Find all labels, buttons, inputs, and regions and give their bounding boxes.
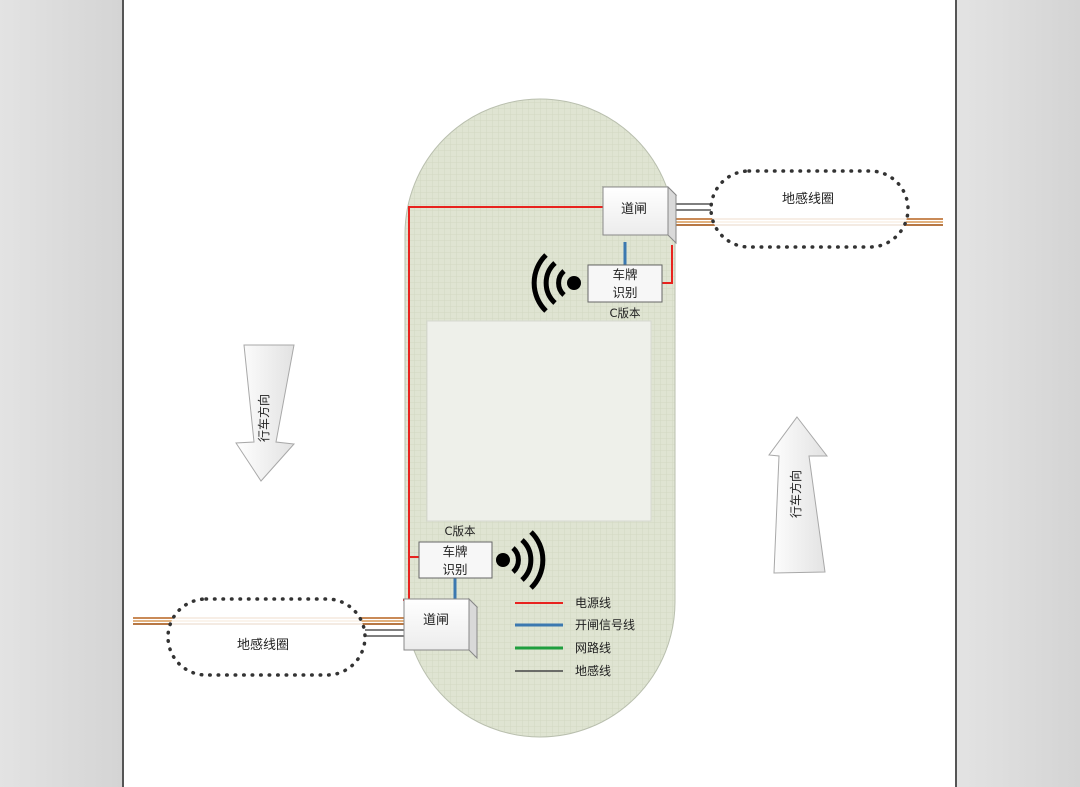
plate-bottom-line2: 识别 xyxy=(442,562,467,577)
barrier-gate-top: 道闸 xyxy=(601,185,678,245)
right-wall xyxy=(956,0,1080,787)
plate-bottom-version: C版本 xyxy=(444,524,476,538)
plate-recognition-top: 车牌 识别 C版本 xyxy=(587,264,663,320)
legend-label-power: 电源线 xyxy=(575,596,611,610)
loop-top-label: 地感线圈 xyxy=(782,191,834,207)
wifi-signal-icon xyxy=(531,253,581,313)
loop-bottom-label: 地感线圈 xyxy=(237,637,289,653)
barrier-gate-bottom: 道闸 xyxy=(402,597,479,660)
plate-top-version: C版本 xyxy=(609,306,641,320)
gate-bottom-label: 道闸 xyxy=(423,613,449,628)
driving-direction-arrow-down: 行车方向 xyxy=(235,344,296,482)
driving-direction-arrow-up: 行车方向 xyxy=(768,416,829,574)
plate-recognition-bottom: C版本 车牌 识别 xyxy=(418,524,493,579)
legend-label-loop: 地感线 xyxy=(575,663,611,678)
loop-wire-top xyxy=(676,203,711,211)
ground-loop-bottom: 地感线圈 xyxy=(166,597,367,677)
left-wall xyxy=(0,0,123,787)
plate-top-line2: 识别 xyxy=(612,285,637,300)
arrow-left-label: 行车方向 xyxy=(256,394,271,442)
ground-loop-top: 地感线圈 xyxy=(709,169,910,249)
legend-label-signal: 开闸信号线 xyxy=(575,618,635,632)
wifi-signal-icon xyxy=(496,530,546,590)
plate-bottom-line1: 车牌 xyxy=(442,544,467,559)
plate-top-line1: 车牌 xyxy=(612,267,637,282)
legend-label-network: 网路线 xyxy=(575,640,611,655)
island-center-panel xyxy=(426,320,652,522)
loop-wire-bottom xyxy=(365,629,404,637)
gate-top-label: 道闸 xyxy=(621,202,647,217)
arrow-right-label: 行车方向 xyxy=(788,470,803,518)
legend: 电源线 开闸信号线 网路线 地感线 xyxy=(515,596,635,678)
